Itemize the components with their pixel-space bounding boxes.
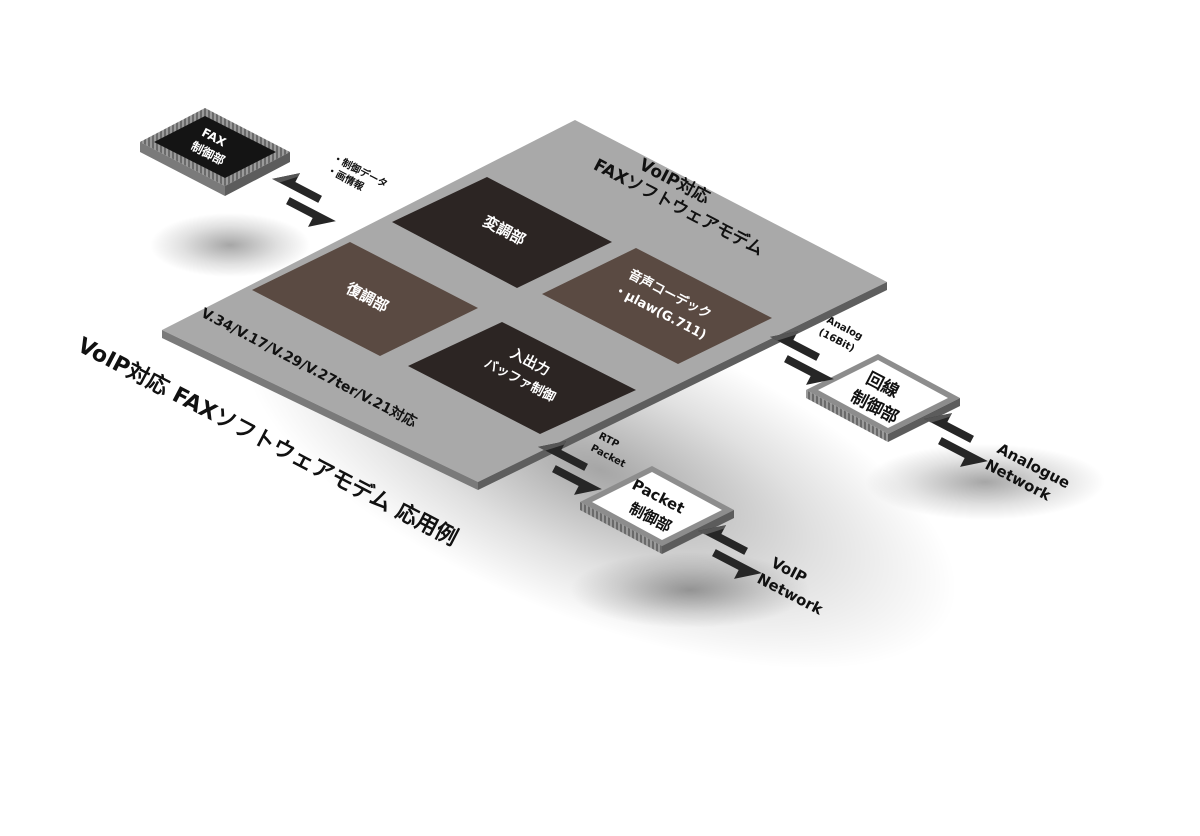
block-io-buffer: 入出力 バッファ制御 bbox=[408, 322, 636, 434]
line-control-box: 回線 制御部 bbox=[806, 354, 960, 442]
fax-chip: FAX 制御部 bbox=[140, 108, 290, 196]
block-demodulator: 復調部 bbox=[252, 242, 478, 356]
packet-control-box: Packet 制御部 bbox=[580, 466, 734, 554]
block-modulator: 変調部 bbox=[392, 177, 612, 288]
